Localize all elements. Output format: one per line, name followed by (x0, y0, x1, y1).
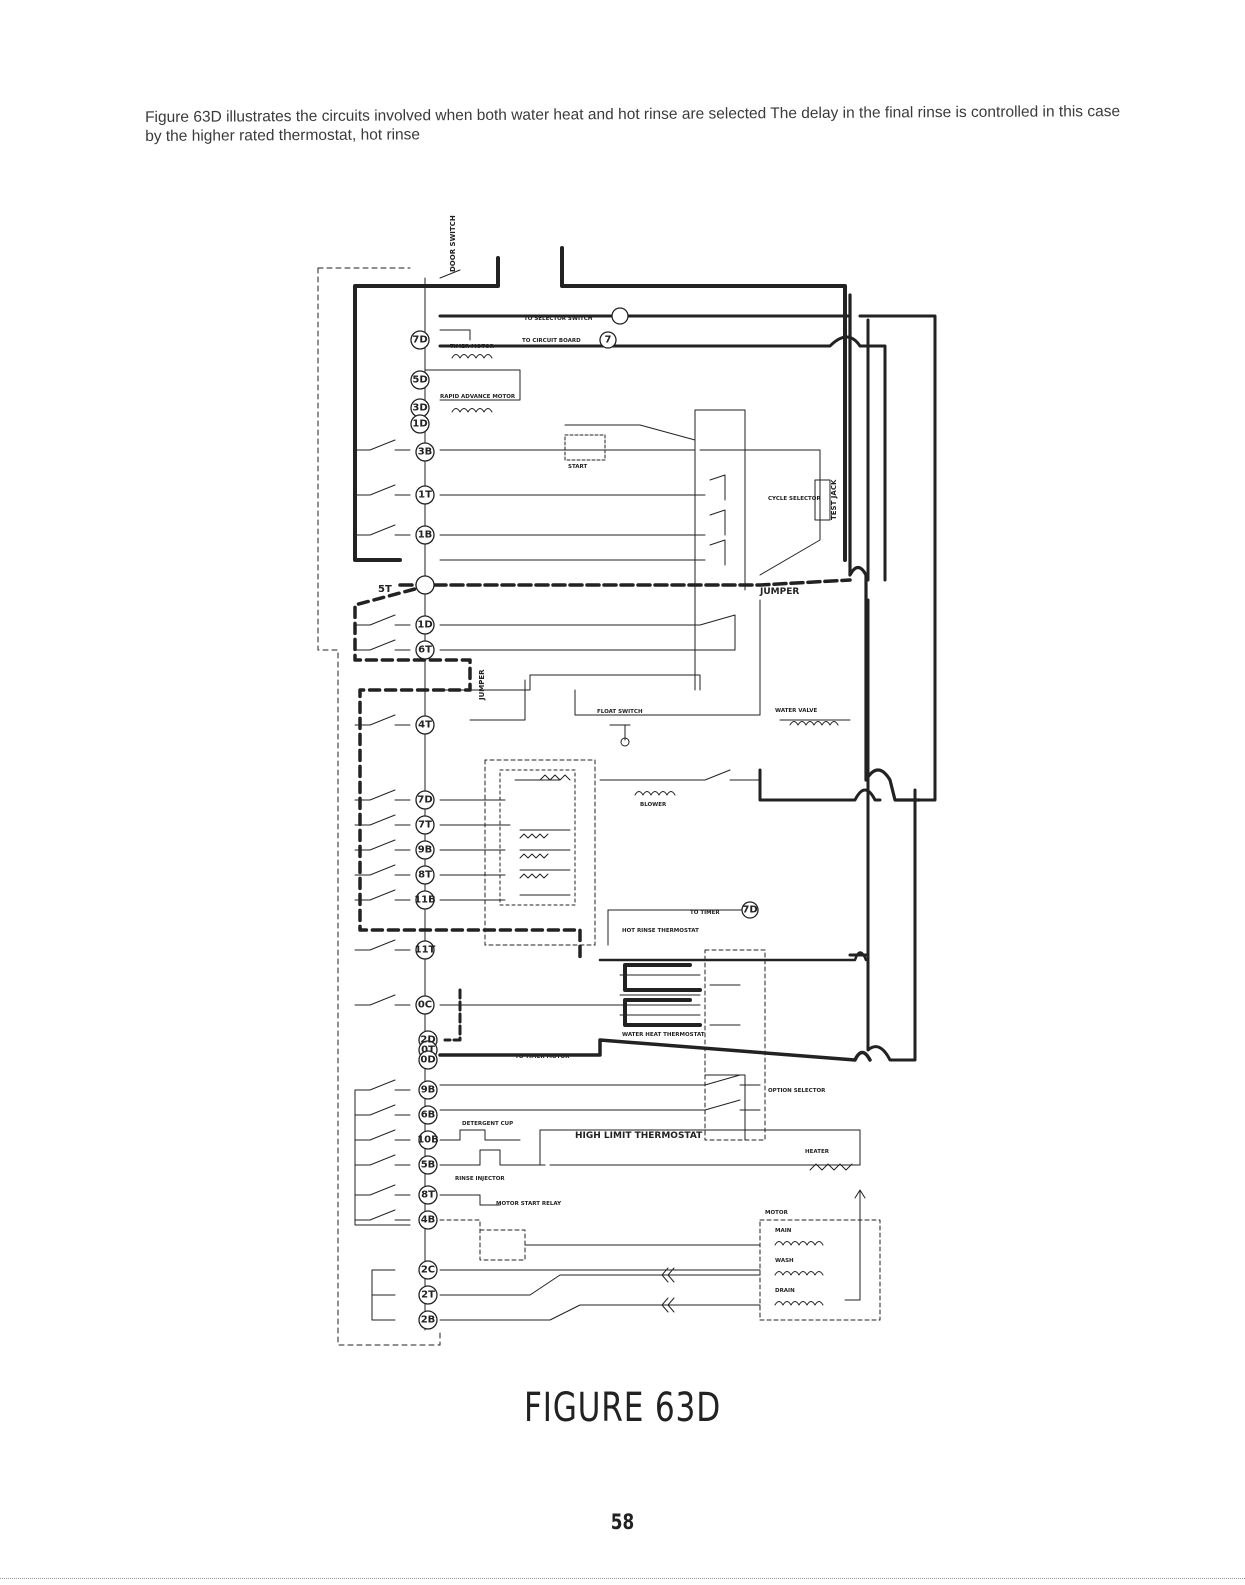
terminal-label: 5D (412, 375, 427, 386)
wash-winding-label: WASH (775, 1258, 794, 1264)
terminal-label: 5B (421, 1160, 436, 1171)
to-selector-label: TO SELECTOR SWITCH (524, 316, 593, 322)
start-label: START (568, 464, 588, 470)
terminal-label: 9B (418, 845, 433, 856)
door-switch-label: DOOR SWITCH (449, 215, 457, 272)
to-timer-motor-label: TO TIMER MOTOR (515, 1054, 570, 1060)
test-jack-label: TEST JACK (830, 479, 838, 520)
terminal-label: 1T (418, 490, 432, 501)
high-limit-thermostat-label: HIGH LIMIT THERMOSTAT (575, 1131, 703, 1141)
detergent-cup-label: DETERGENT CUP (462, 1121, 513, 1127)
figure-caption: FIGURE 63D (524, 1385, 721, 1431)
jumper-label-vertical: JUMPER (478, 669, 486, 701)
heater-label: HEATER (805, 1149, 830, 1155)
terminal-label: 2B (421, 1315, 436, 1326)
page-number: 58 (610, 1510, 635, 1534)
terminal-label: 2D (420, 1035, 435, 1046)
terminal-label: 4T (418, 720, 432, 731)
terminal-label: 11T (415, 945, 436, 956)
motor-label: MOTOR (765, 1210, 789, 1216)
jumper-label: JUMPER (759, 587, 799, 597)
blower-label: BLOWER (640, 802, 667, 808)
to-circuit-board-label: TO CIRCUIT BOARD (522, 338, 581, 344)
terminal-label: 3D (412, 403, 427, 414)
rinse-injector-label: RINSE INJECTOR (455, 1176, 505, 1182)
cycle-selector-label: CYCLE SELECTOR (768, 496, 821, 502)
float-switch-label: FLOAT SWITCH (597, 709, 643, 715)
terminal-label: 9B (421, 1085, 436, 1096)
terminal-label: 8T (421, 1190, 435, 1201)
terminal-label: 10B (417, 1135, 439, 1146)
main-winding-label: MAIN (775, 1228, 792, 1234)
terminal-label: 7D (417, 795, 432, 806)
terminal-label: 2T (421, 1290, 435, 1301)
water-heat-thermostat-label: WATER HEAT THERMOSTAT (622, 1032, 705, 1038)
rapid-advance-motor-label: RAPID ADVANCE MOTOR (440, 394, 516, 400)
timer-motor-label: TIMER MOTOR (450, 344, 495, 350)
terminal-label: 7D (412, 335, 427, 346)
terminal-label: 6B (421, 1110, 436, 1121)
terminal-label: 1B (418, 530, 433, 541)
terminal-label: 1D (417, 620, 432, 631)
motor-start-relay-label: MOTOR START RELAY (496, 1201, 562, 1207)
to-timer-label: TO TIMER (690, 910, 720, 916)
terminal-label: 6T (418, 645, 432, 656)
terminal-label: 11B (414, 895, 436, 906)
terminal-label: 3B (418, 447, 433, 458)
terminal-label: 7T (418, 820, 432, 831)
page-bottom-rule (0, 1578, 1245, 1579)
drain-winding-label: DRAIN (775, 1288, 795, 1294)
terminal-label-5t: 5T (378, 584, 392, 595)
circuit-board-ref: 7 (605, 335, 612, 346)
hot-rinse-thermostat-label: HOT RINSE THERMOSTAT (622, 928, 699, 934)
terminal-label: 8T (418, 870, 432, 881)
terminal-label: 4B (421, 1215, 436, 1226)
timer-ref: 7D (742, 905, 757, 916)
terminal-label: 0D (420, 1055, 435, 1066)
terminal-label: 1D (412, 419, 427, 430)
terminal-label: 2C (421, 1265, 435, 1276)
terminal-label: 0T (421, 1045, 435, 1056)
option-selector-label: OPTION SELECTOR (768, 1088, 826, 1094)
terminal-label: 0C (418, 1000, 432, 1011)
water-valve-label: WATER VALVE (775, 708, 817, 714)
